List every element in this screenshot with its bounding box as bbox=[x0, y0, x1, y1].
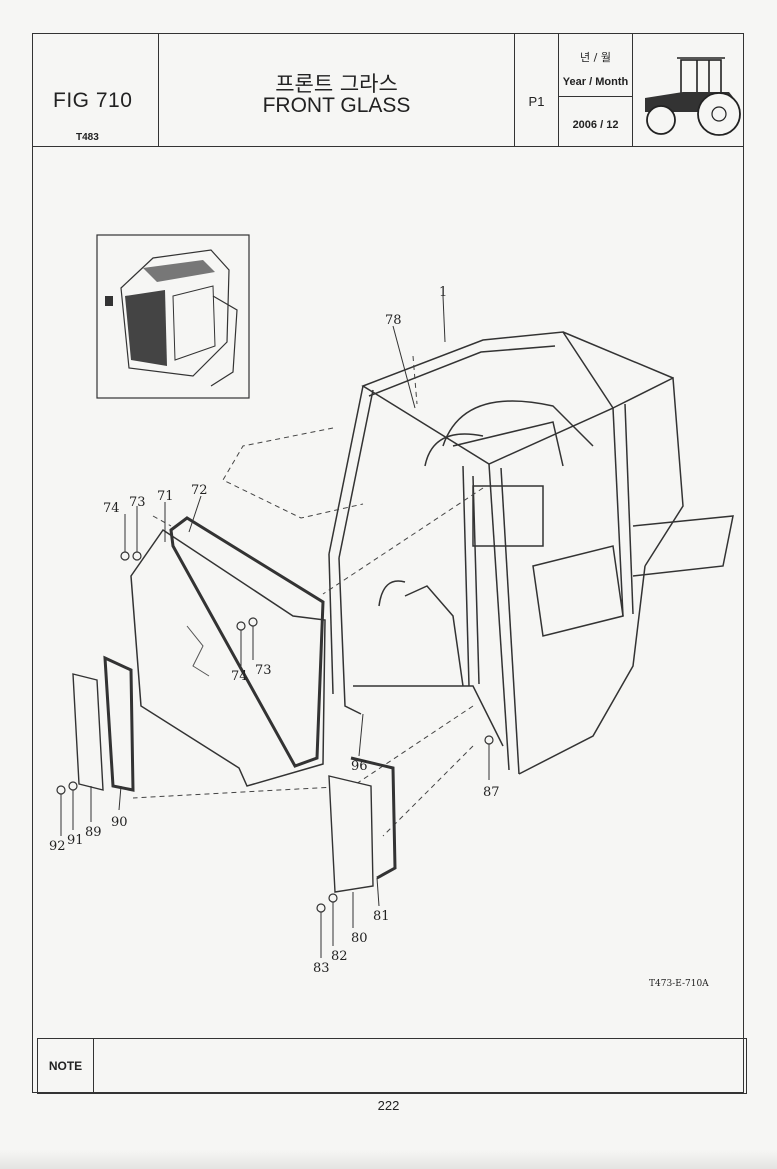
callout-92: 92 bbox=[49, 839, 66, 854]
callout-82: 82 bbox=[331, 949, 348, 964]
fastener-parts bbox=[56, 551, 494, 913]
callout-81: 81 bbox=[373, 909, 390, 924]
figure-cell: FIG 710 T483 bbox=[33, 34, 159, 146]
tractor-image-cell bbox=[633, 34, 745, 146]
front-glass-panel bbox=[130, 528, 326, 787]
exploded-view-drawing: 1 78 74 73 71 72 74 73 96 87 92 91 89 90… bbox=[49, 234, 734, 989]
callout-74b: 74 bbox=[231, 669, 248, 684]
title-cell: 프론트 그라스 FRONT GLASS bbox=[159, 34, 515, 146]
callout-87: 87 bbox=[483, 785, 500, 800]
callout-96: 96 bbox=[351, 759, 368, 774]
title-english: FRONT GLASS bbox=[262, 94, 411, 117]
drawing-code: T473-E-710A bbox=[649, 979, 709, 989]
callout-71: 71 bbox=[157, 489, 174, 504]
scan-edge bbox=[0, 1150, 777, 1169]
callout-leaders bbox=[60, 295, 490, 958]
callout-72: 72 bbox=[191, 483, 208, 498]
title-korean: 프론트 그라스 bbox=[275, 72, 398, 96]
note-row: NOTE bbox=[37, 1038, 747, 1094]
callout-73b: 73 bbox=[255, 663, 272, 678]
left-side-glass-seal bbox=[103, 655, 135, 792]
callout-73: 73 bbox=[129, 495, 146, 510]
date-divider bbox=[559, 96, 632, 97]
year-month-label-korean: 년 / 월 bbox=[580, 51, 611, 64]
year-month-value: 2006 / 12 bbox=[572, 119, 619, 131]
date-cell: 년 / 월 Year / Month 2006 / 12 bbox=[559, 34, 633, 146]
callout-83: 83 bbox=[313, 961, 330, 976]
page-cell: P1 bbox=[515, 34, 559, 146]
parts-sheet: FIG 710 T483 프론트 그라스 FRONT GLASS P1 년 / … bbox=[32, 33, 747, 1094]
callout-numbers: 1 78 74 73 71 72 74 73 96 87 92 91 89 90… bbox=[49, 285, 709, 989]
model-code: T483 bbox=[76, 132, 99, 143]
tractor-silhouette-icon bbox=[645, 57, 741, 136]
cab-assembly-thumbnail bbox=[96, 234, 250, 399]
left-side-glass bbox=[72, 673, 104, 791]
title-block: FIG 710 T483 프론트 그라스 FRONT GLASS P1 년 / … bbox=[33, 34, 743, 147]
right-side-glass-seal bbox=[350, 756, 397, 880]
right-side-glass bbox=[328, 775, 374, 893]
year-month-label: Year / Month bbox=[562, 76, 629, 88]
callout-78: 78 bbox=[385, 313, 402, 328]
page-number: 222 bbox=[377, 1098, 400, 1113]
page-code: P1 bbox=[528, 94, 545, 109]
callout-90: 90 bbox=[111, 815, 128, 830]
callout-1: 1 bbox=[439, 285, 447, 300]
figure-number: FIG 710 bbox=[53, 89, 133, 112]
callout-89: 89 bbox=[85, 825, 102, 840]
cab-frame bbox=[328, 331, 734, 775]
callout-74: 74 bbox=[103, 501, 120, 516]
callout-91: 91 bbox=[67, 833, 84, 848]
front-glass-seal bbox=[169, 516, 325, 768]
callout-80: 80 bbox=[351, 931, 368, 946]
note-label: NOTE bbox=[38, 1039, 94, 1093]
